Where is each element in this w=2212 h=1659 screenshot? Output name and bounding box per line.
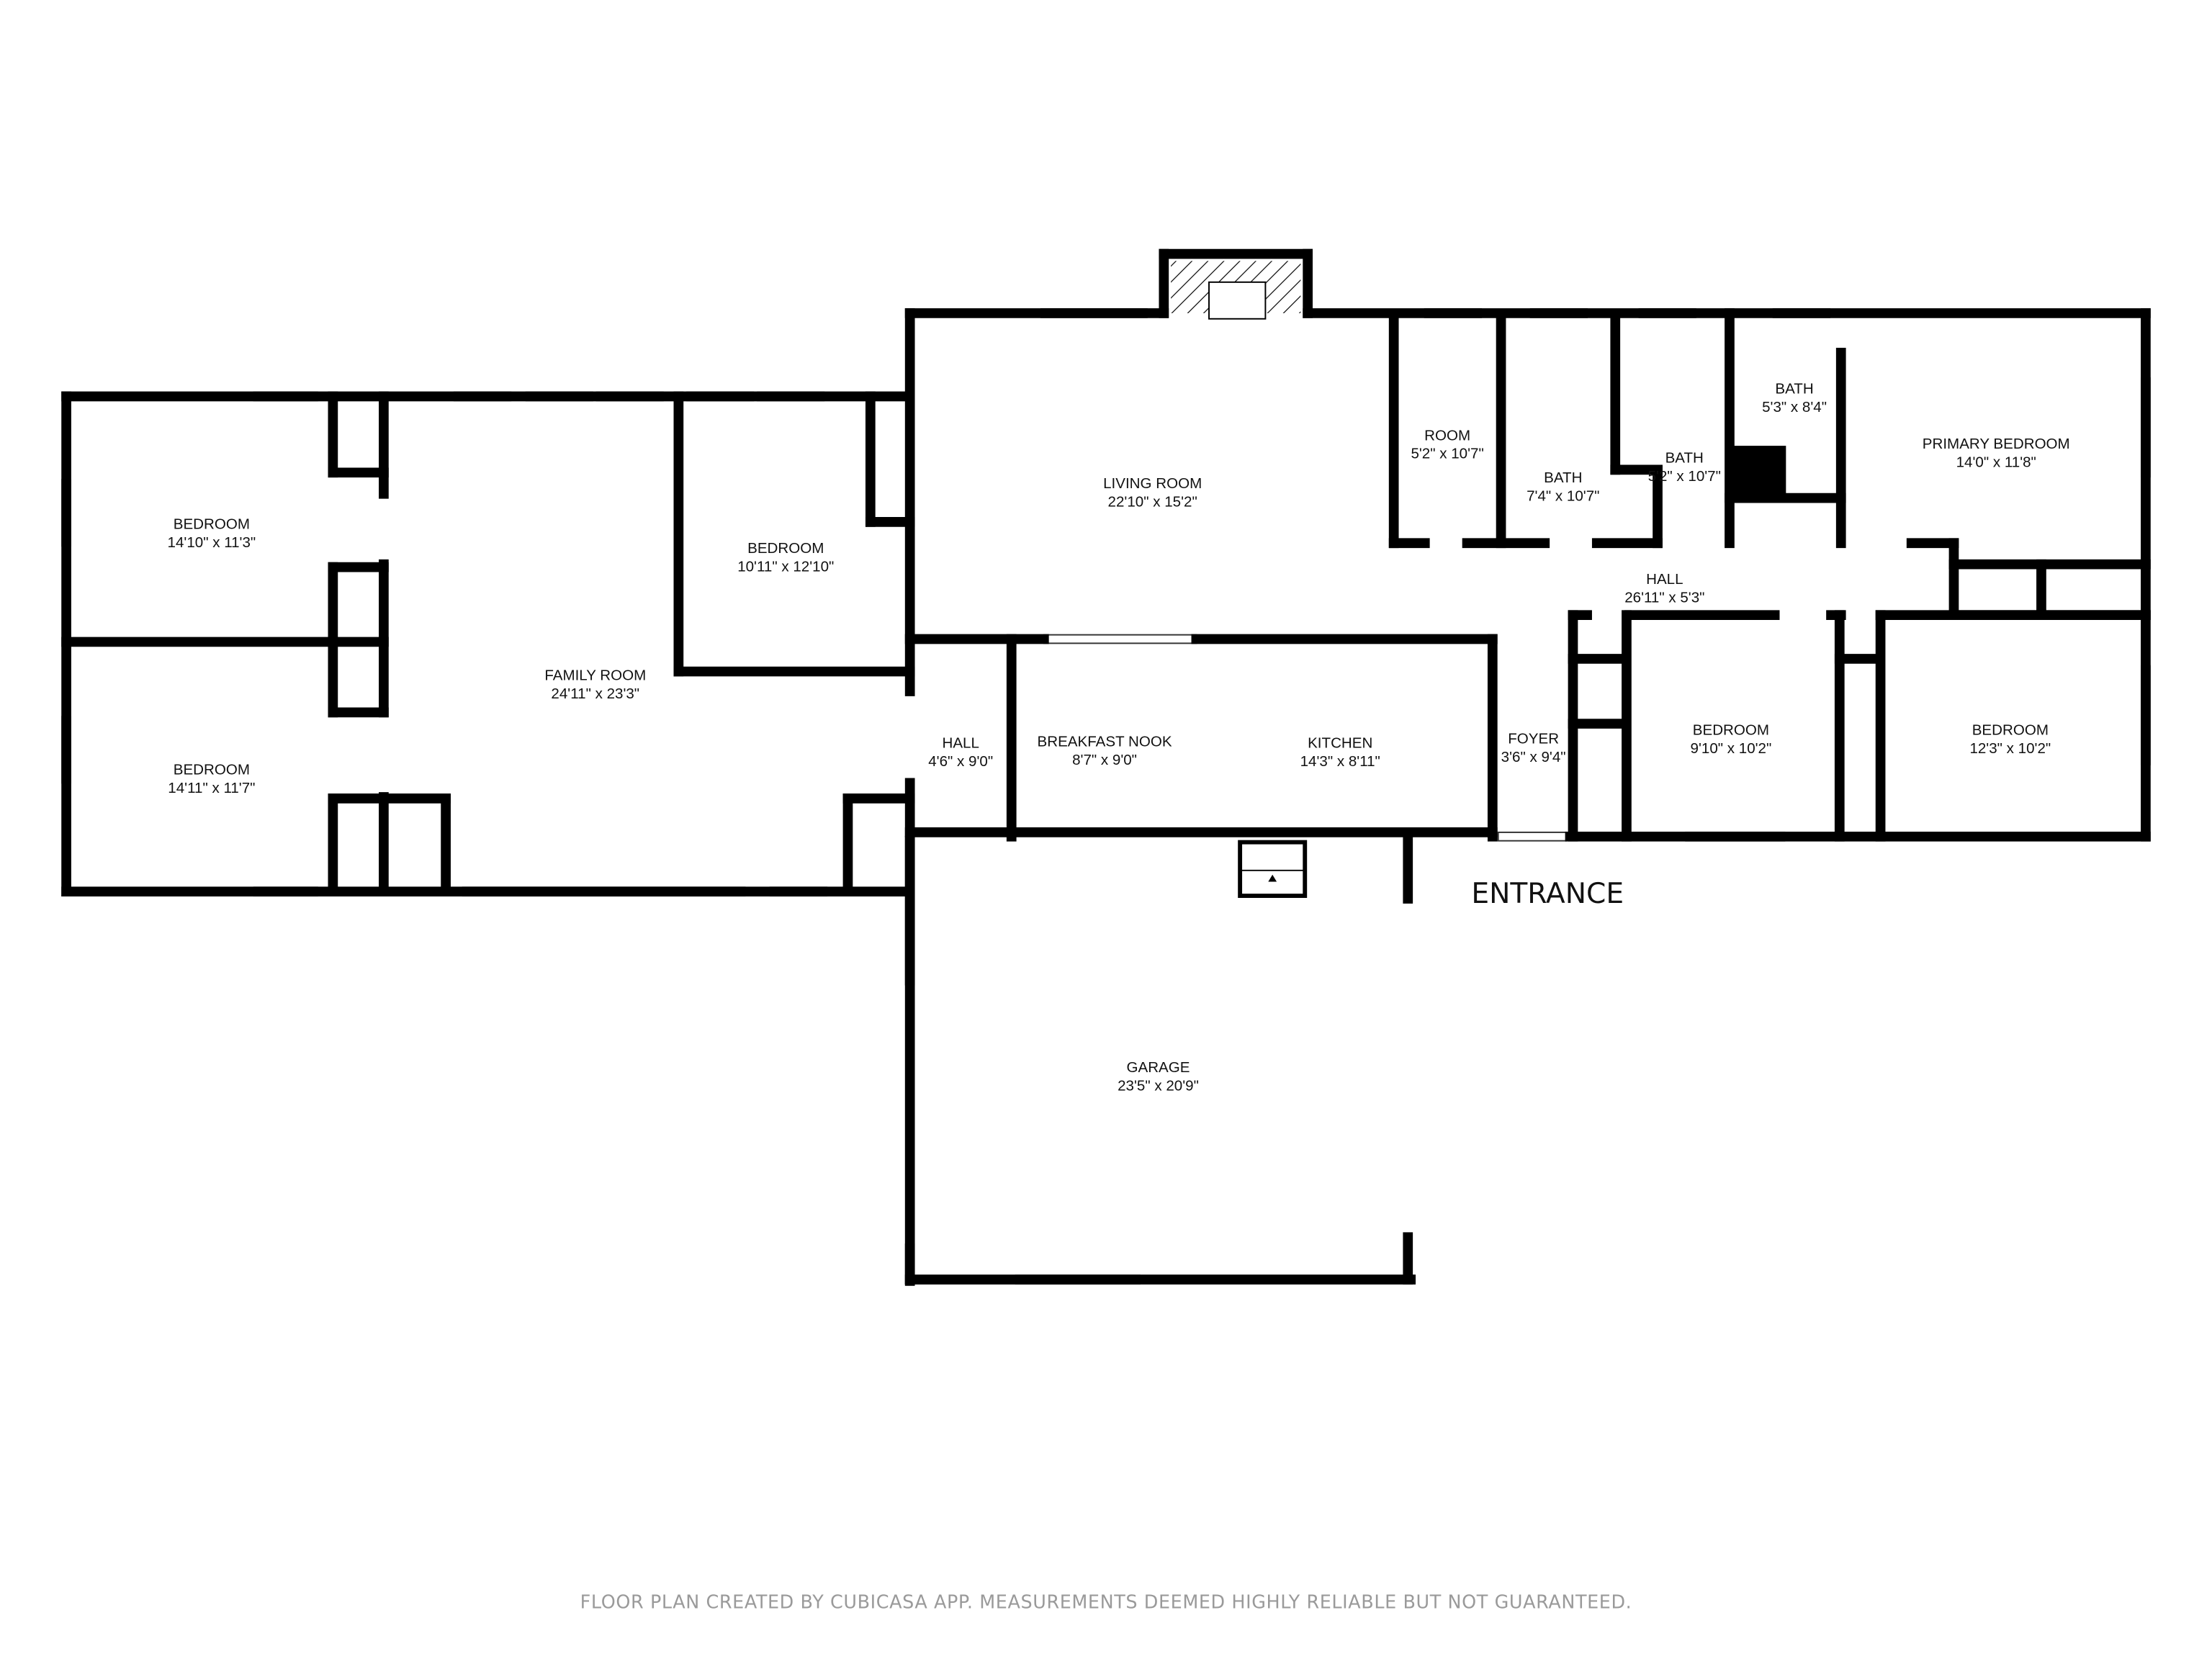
room-bedroom-2: BEDROOM 14'11" x 11'7" [168, 762, 255, 796]
room-dims: 26'11" x 5'3" [1624, 590, 1704, 606]
room-dims: 24'11" x 23'3" [551, 685, 639, 702]
room-dims: 4'6" x 9'0" [928, 753, 993, 770]
fireplace [1171, 261, 1301, 320]
room-dims: 14'0" x 11'8" [1956, 454, 2036, 470]
room-dims: 9'10" x 10'2" [1691, 740, 1772, 757]
room-name: BEDROOM [747, 540, 824, 557]
room-name: HALL [942, 734, 979, 751]
room-primary-bedroom: PRIMARY BEDROOM 14'0" x 11'8" [1923, 436, 2070, 470]
closet-block [1732, 446, 1786, 500]
room-name: BATH [1665, 450, 1704, 467]
room-name: BATH [1544, 469, 1582, 486]
room-name: GARAGE [1126, 1059, 1190, 1076]
room-bath-3: BATH 5'3" x 8'4" [1762, 381, 1827, 415]
room-dims: 10'11" x 12'10" [737, 558, 834, 575]
room-dims: 14'11" x 11'7" [168, 780, 255, 796]
room-name: LIVING ROOM [1103, 475, 1202, 492]
room-dims: 23'5" x 20'9" [1118, 1077, 1199, 1094]
walls [61, 248, 2151, 1286]
room-dims: 5'2" x 10'7" [1648, 468, 1721, 485]
room-name: BATH [1775, 381, 1813, 397]
room-name: BEDROOM [1693, 722, 1769, 739]
room-name: FOYER [1508, 730, 1559, 747]
room-name: BEDROOM [174, 762, 250, 778]
room-dims: 3'6" x 9'4" [1501, 749, 1566, 765]
room-name: PRIMARY BEDROOM [1923, 436, 2070, 452]
room-name: KITCHEN [1308, 734, 1372, 751]
garage-step [1238, 840, 1308, 899]
room-bath-1: BATH 7'4" x 10'7" [1527, 469, 1599, 504]
footer-disclaimer: FLOOR PLAN CREATED BY CUBICASA APP. MEAS… [580, 1591, 1632, 1613]
room-dims: 12'3" x 10'2" [1969, 740, 2051, 757]
room-dims: 8'7" x 9'0" [1072, 752, 1137, 768]
room-breakfast-nook: BREAKFAST NOOK 8'7" x 9'0" [1038, 733, 1172, 768]
window [1497, 831, 1567, 842]
room-name: BEDROOM [174, 516, 250, 533]
room-hall-main: HALL 26'11" x 5'3" [1624, 571, 1704, 606]
room-hall-small: HALL 4'6" x 9'0" [928, 734, 993, 769]
room-dims: 7'4" x 10'7" [1527, 488, 1599, 505]
room-name: ROOM [1424, 427, 1470, 444]
room-name: BEDROOM [1972, 722, 2049, 739]
room-dims: 22'10" x 15'2" [1108, 493, 1197, 510]
room-foyer: FOYER 3'6" x 9'4" [1501, 730, 1566, 765]
window [1043, 634, 1197, 644]
room-name: FAMILY ROOM [544, 667, 646, 683]
room-family-room: FAMILY ROOM 24'11" x 23'3" [544, 667, 646, 701]
room-name: BREAKFAST NOOK [1038, 733, 1172, 750]
room-kitchen: KITCHEN 14'3" x 8'11" [1300, 734, 1380, 769]
room-room: ROOM 5'2" x 10'7" [1411, 427, 1483, 462]
room-dims: 14'10" x 11'3" [168, 534, 256, 551]
entrance-label: ENTRANCE [1471, 878, 1624, 910]
room-dims: 14'3" x 8'11" [1300, 753, 1380, 770]
room-name: HALL [1646, 571, 1683, 588]
room-dims: 5'3" x 8'4" [1762, 399, 1827, 415]
room-dims: 5'2" x 10'7" [1411, 446, 1483, 462]
